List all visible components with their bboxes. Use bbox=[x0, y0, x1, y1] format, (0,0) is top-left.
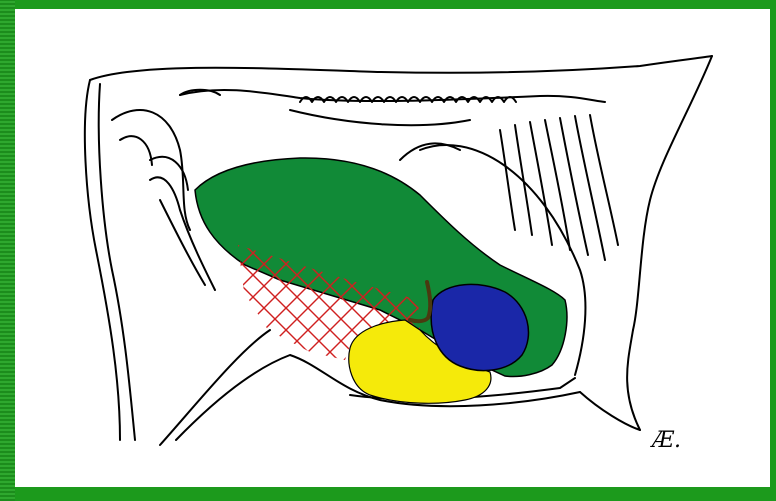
anatomy-diagram bbox=[15, 9, 770, 487]
frame-left-strip bbox=[0, 0, 15, 501]
artist-signature: Æ. bbox=[652, 428, 681, 453]
